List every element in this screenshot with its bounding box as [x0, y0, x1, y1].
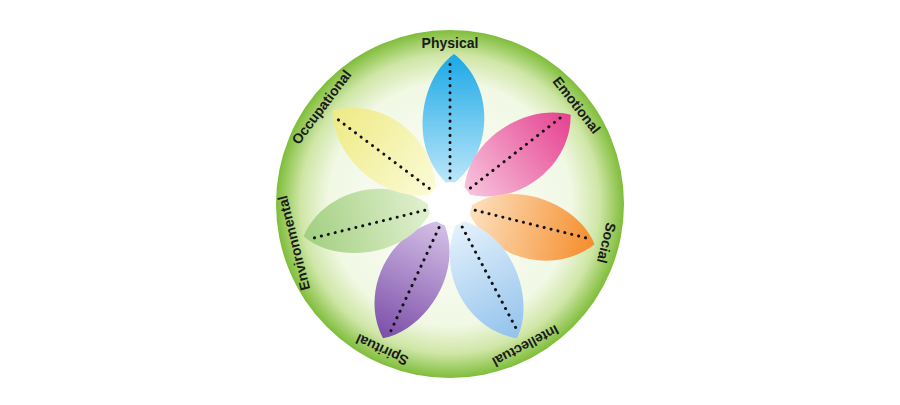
- dotted-spoke: [475, 210, 586, 238]
- wheel-rim: [276, 30, 624, 378]
- dotted-spoke: [470, 118, 560, 188]
- dotted-spoke: [449, 64, 452, 178]
- hub: [428, 182, 472, 226]
- dotted-spoke: [314, 210, 425, 238]
- dotted-spoke: [338, 120, 429, 189]
- dotted-spokes: [314, 64, 586, 331]
- dimension-label: Physical: [422, 36, 479, 50]
- petals: [296, 54, 602, 353]
- dotted-spoke: [462, 227, 516, 328]
- dotted-spoke: [391, 228, 439, 331]
